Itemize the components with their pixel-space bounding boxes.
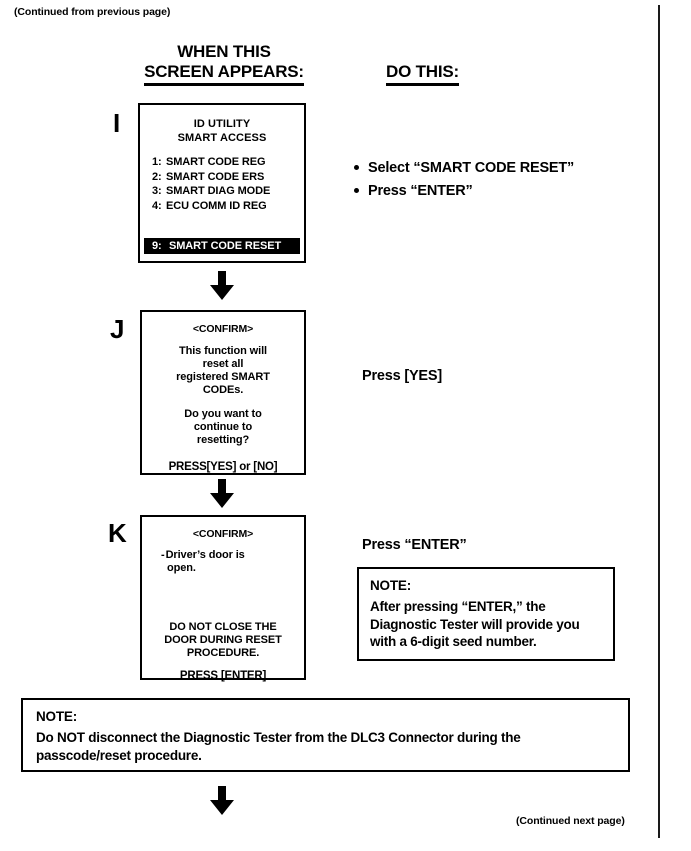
screen-k-warning-line2: DOOR DURING RESET [164, 634, 282, 646]
screen-k-status-bullet: -Driver’s door is open. [161, 549, 304, 575]
screen-i-title: ID UTILITY SMART ACCESS [140, 118, 304, 145]
menu-item-number: 9: [152, 240, 162, 252]
continued-from-previous-page-label: (Continued from previous page) [14, 6, 171, 18]
screen-j-p1-line3: registered SMART [176, 371, 270, 383]
menu-item[interactable]: 2: SMART CODE ERS [152, 170, 304, 185]
menu-item-label: ECU COMM ID REG [166, 199, 267, 212]
screen-box-j: <CONFIRM> This function will reset all r… [140, 310, 306, 475]
note-label: NOTE: [36, 709, 77, 724]
instruction-text: Press “ENTER” [368, 183, 473, 199]
screen-j-p1-line2: reset all [202, 358, 244, 370]
menu-item-label: SMART CODE ERS [166, 170, 265, 183]
column-heading-left: WHEN THIS SCREEN APPEARS: [126, 42, 322, 86]
menu-item-selected-smart-code-reset[interactable]: 9: SMART CODE RESET [144, 238, 300, 254]
screen-j-paragraph-2: Do you want to continue to resetting? [142, 408, 304, 447]
screen-box-k: <CONFIRM> -Driver’s door is open. DO NOT… [140, 515, 306, 682]
menu-item-number: 2: [152, 170, 162, 183]
screen-j-p2-line2: continue to [193, 421, 253, 433]
screen-k-footer-prompt: PRESS [ENTER] [179, 670, 267, 682]
instruction-bullet: Select “SMART CODE RESET” [354, 157, 574, 180]
screen-k-header: <CONFIRM> [192, 528, 254, 540]
screen-i-title-line1: ID UTILITY [193, 118, 251, 130]
menu-item-label: SMART DIAG MODE [166, 185, 271, 197]
screen-j-header: <CONFIRM> [192, 323, 254, 335]
arrow-down-icon [210, 271, 234, 300]
screen-k-warning-line1: DO NOT CLOSE THE [169, 621, 277, 633]
note-line3: with a 6-digit seed number. [370, 634, 537, 649]
screen-j-p1-line1: This function will [178, 345, 268, 357]
step-letter-i: I [113, 108, 121, 138]
column-heading-right-label: DO THIS: [386, 62, 459, 86]
note-body: After pressing “ENTER,” the Diagnostic T… [370, 598, 613, 651]
screen-j-p2-line1: Do you want to [184, 408, 262, 420]
arrow-down-icon [210, 479, 234, 508]
menu-item-label: SMART CODE RESET [169, 240, 282, 252]
instruction-bullet: Press “ENTER” [354, 180, 574, 203]
screen-i-menu-list: 1: SMART CODE REG 2: SMART CODE ERS 3: SMAR… [152, 155, 304, 213]
page-margin-rule [658, 5, 660, 838]
screen-k-warning: DO NOT CLOSE THE DOOR DURING RESET PROCE… [142, 621, 304, 660]
screen-j-footer-prompt: PRESS[YES] or [NO] [168, 461, 278, 473]
screen-i-title-line2: SMART ACCESS [177, 131, 267, 144]
screen-box-i: ID UTILITY SMART ACCESS 1: SMART CODE REG… [138, 103, 306, 263]
menu-item-number: 3: [152, 185, 162, 197]
bullet-dot-icon [354, 164, 359, 170]
note-line2: passcode/reset procedure. [36, 748, 202, 763]
instruction-text: Select “SMART CODE RESET” [368, 160, 575, 176]
note-line1: After pressing “ENTER,” the [370, 599, 546, 614]
menu-item-number: 1: [152, 156, 162, 168]
instructions-step-i: Select “SMART CODE RESET” Press “ENTER” [354, 157, 574, 203]
screen-k-bullet-line1: Driver’s door is [165, 549, 245, 561]
note-line2: Diagnostic Tester will provide you [370, 616, 580, 632]
screen-j-paragraph-1: This function will reset all registered … [142, 345, 304, 397]
screen-k-bullet-line2: open. [167, 562, 196, 574]
menu-item[interactable]: 4: ECU COMM ID REG [152, 199, 304, 214]
note-line1: Do NOT disconnect the Diagnostic Tester … [36, 730, 521, 745]
column-heading-left-line2: SCREEN APPEARS: [144, 62, 304, 86]
step-letter-k: K [108, 518, 127, 548]
arrow-down-icon [210, 786, 234, 815]
screen-j-p2-line3: resetting? [196, 434, 250, 446]
instruction-step-j: Press [YES] [362, 368, 443, 384]
note-box-do-not-disconnect: NOTE: Do NOT disconnect the Diagnostic T… [21, 698, 630, 772]
step-letter-j: J [110, 314, 125, 344]
instruction-step-k: Press “ENTER” [362, 537, 467, 553]
screen-k-warning-line3: PROCEDURE. [186, 647, 260, 659]
dash-icon: - [161, 549, 165, 561]
menu-item-label: SMART CODE REG [166, 156, 266, 168]
column-heading-left-line1: WHEN THIS [177, 42, 271, 61]
screen-j-p1-line4: CODEs. [202, 384, 244, 396]
menu-item[interactable]: 3: SMART DIAG MODE [152, 184, 304, 199]
menu-item[interactable]: 1: SMART CODE REG [152, 155, 304, 170]
note-label: NOTE: [370, 578, 411, 593]
column-heading-right: DO THIS: [386, 62, 459, 86]
bullet-dot-icon [354, 187, 359, 193]
continued-next-page-label: (Continued next page) [516, 815, 625, 827]
note-body: Do NOT disconnect the Diagnostic Tester … [36, 729, 628, 765]
note-box-seed-number: NOTE: After pressing “ENTER,” the Diagno… [357, 567, 615, 661]
menu-item-number: 4: [152, 199, 162, 212]
